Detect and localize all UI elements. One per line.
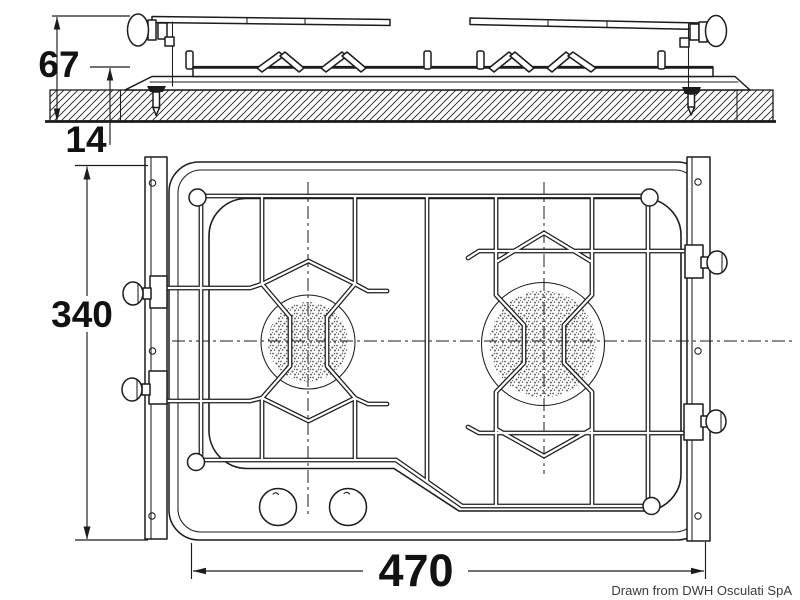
dimension-depth: 340 [51,164,148,541]
left-burner [260,294,356,390]
left-clamp-side [126,13,175,117]
pan-support-fingers [185,50,666,73]
right-mounting-bracket [686,156,711,542]
countertop-section [45,89,776,123]
clamp-knob [706,250,728,275]
hob-body-profile [124,65,751,91]
clamp-knob [704,14,728,48]
clamp-knob [122,281,144,306]
top-view: 340 470 [51,156,792,596]
depth-dimension-label: 340 [51,294,113,335]
left-mounting-bracket [144,156,168,540]
side-height-dimension-label: 67 [38,44,79,85]
lip-height-dimension-label: 14 [65,119,107,160]
clamp-screw [687,93,696,109]
clamp-knob [126,13,150,47]
burner-control-knob-left [258,487,298,527]
control-knobs [258,487,368,527]
width-dimension-label: 470 [378,545,453,596]
recess-outline [208,197,682,512]
left-clamp-top [121,275,168,405]
side-view: 67 14 [38,13,776,160]
dimension-lip: 14 [65,66,130,160]
dimension-width: 470 [190,542,707,596]
pan-support-grid [164,188,690,516]
right-clamp-top [683,244,728,441]
right-clamp-side [679,14,728,116]
clamp-screw [152,91,161,109]
dimension-height: 67 [38,15,130,121]
clamp-knob [121,377,143,402]
attribution-text: Drawn from DWH Osculati SpA [611,583,792,598]
clamp-knob [705,409,727,434]
burner-control-knob-right [328,487,368,527]
lid-profile [151,15,701,31]
hob-panel-outline [168,161,708,541]
